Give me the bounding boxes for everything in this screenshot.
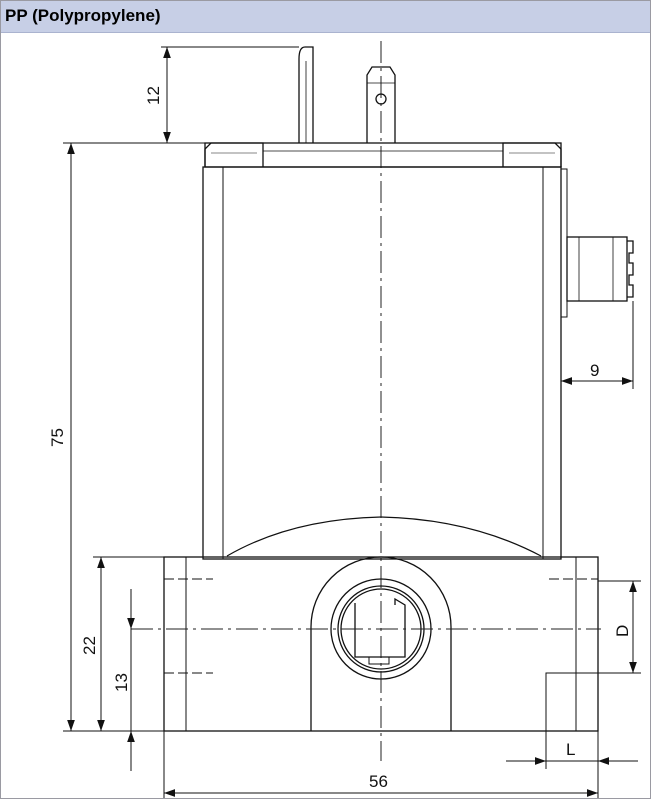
- dimension-label-75: 75: [48, 428, 67, 447]
- section-header: PP (Polypropylene): [1, 1, 650, 33]
- dimension-label-12: 12: [144, 86, 163, 105]
- dimension-D: [598, 580, 641, 674]
- dimension-label-9: 9: [590, 361, 599, 380]
- dimension-22: [93, 556, 164, 731]
- dimension-75: [63, 142, 205, 732]
- dimension-label-D: D: [613, 625, 632, 637]
- dimension-label-13: 13: [112, 673, 131, 692]
- terminal-plate: [298, 46, 314, 143]
- dimension-label-56: 56: [369, 772, 388, 791]
- side-connector: [566, 236, 634, 302]
- top-cap: [204, 142, 562, 168]
- section-title: PP (Polypropylene): [5, 6, 161, 25]
- dimension-label-22: 22: [80, 636, 99, 655]
- dimension-label-L: L: [566, 740, 575, 759]
- top-pin: [366, 66, 396, 143]
- dimension-56: [163, 731, 599, 798]
- dimension-9: [561, 301, 634, 389]
- coil-body: [202, 166, 568, 560]
- dimension-L: [506, 672, 638, 769]
- dimension-12: [161, 46, 299, 144]
